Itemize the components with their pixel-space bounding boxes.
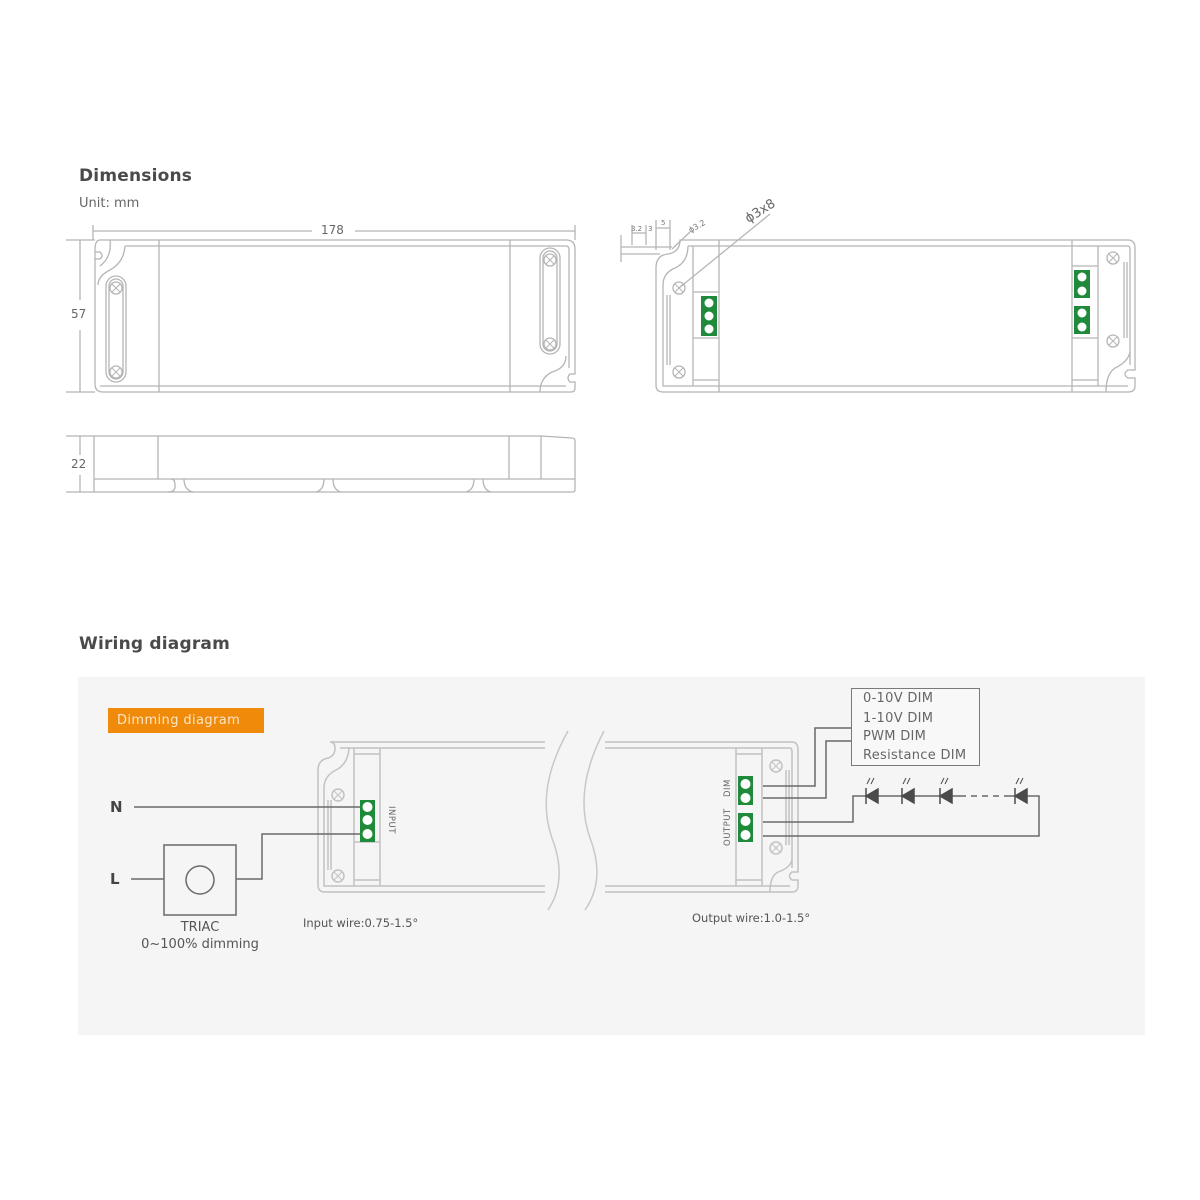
output-terminal-block-top xyxy=(1074,306,1090,334)
width-dimension-label: 57 xyxy=(68,307,90,321)
dim-mode-0-10v: 0-10V DIM xyxy=(863,691,934,706)
led-icon xyxy=(938,777,953,805)
live-label: L xyxy=(110,870,120,888)
dim-modes-box: 0-10V DIM 1-10V DIM PWM DIM Resistance D… xyxy=(851,688,980,766)
led-chain xyxy=(864,777,1028,805)
dimming-diagram-badge: Dimming diagram xyxy=(108,708,264,733)
wiring-title: Wiring diagram xyxy=(79,634,230,654)
dim-terminal-label: DIM xyxy=(723,779,733,797)
led-icon xyxy=(864,777,879,805)
input-terminal-block xyxy=(360,800,375,842)
input-wire-note: Input wire:0.75-1.5° xyxy=(303,916,419,930)
led-icon xyxy=(900,777,915,805)
output-terminal-block xyxy=(738,813,753,842)
dimensions-title: Dimensions xyxy=(79,166,193,186)
unit-label: Unit: mm xyxy=(79,196,140,211)
height-dimension-label: 22 xyxy=(68,457,90,471)
length-dimension-label: 178 xyxy=(318,223,347,237)
dim-terminal-block-top xyxy=(1074,270,1090,298)
output-terminal-label: OUTPUT xyxy=(723,808,733,846)
input-terminal-label: INPUT xyxy=(386,806,396,834)
dim-mode-pwm: PWM DIM xyxy=(863,729,927,744)
callout-5: 5 xyxy=(661,219,666,227)
triac-label: TRIAC xyxy=(180,920,220,935)
callout-3: 3 xyxy=(648,225,653,233)
triac-sublabel: 0~100% dimming xyxy=(141,937,259,952)
dim-terminal-block xyxy=(738,776,753,805)
led-icon xyxy=(1013,777,1028,805)
dim-mode-1-10v: 1-10V DIM xyxy=(863,710,934,726)
neutral-label: N xyxy=(110,798,123,816)
callout-3-2: 3.2 xyxy=(631,225,643,233)
triac-dimmer xyxy=(163,844,237,916)
dim-mode-resistance: Resistance DIM xyxy=(863,748,967,763)
output-wire-note: Output wire:1.0-1.5° xyxy=(692,911,811,925)
input-terminal-block-top xyxy=(701,296,717,336)
